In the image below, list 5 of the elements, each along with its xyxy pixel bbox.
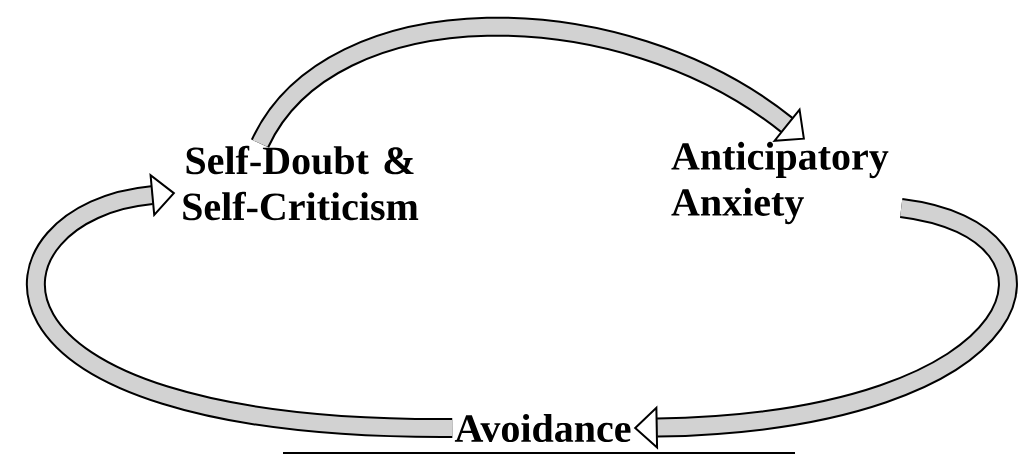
block-arrow xyxy=(251,16,805,149)
block-arrow xyxy=(26,173,453,438)
cycle-label: Anticipatory Anxiety xyxy=(671,141,889,225)
cycle-label: Avoidance xyxy=(454,413,631,443)
cycle-label: Self-Doubt & Self-Criticism xyxy=(183,145,419,221)
